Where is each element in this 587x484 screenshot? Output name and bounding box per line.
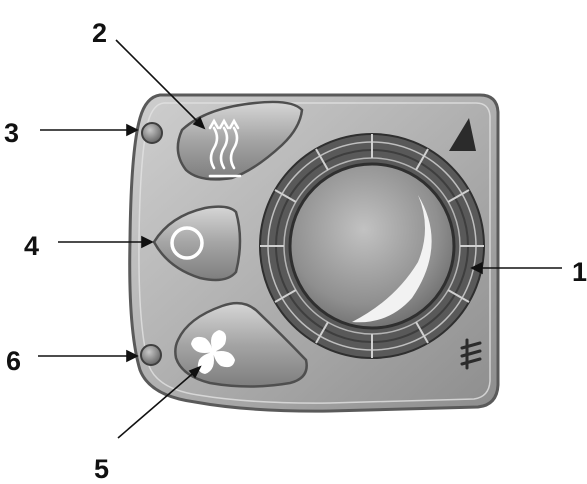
callout-line-5 (117, 368, 199, 439)
circle-icon (170, 226, 204, 260)
callout-lines (38, 39, 562, 439)
triangle-up-icon (449, 118, 476, 151)
knob-ticks (260, 134, 484, 358)
fan-icon (191, 330, 235, 374)
fan-button[interactable] (174, 301, 308, 388)
callout-label-5: 5 (94, 454, 109, 484)
heat-button[interactable] (176, 100, 304, 181)
callout-label-4: 4 (24, 231, 39, 261)
panel-inner-edge (138, 102, 491, 404)
heat-waves-icon (208, 118, 242, 178)
fan-indicator-led (140, 344, 162, 366)
rotary-knob[interactable] (259, 133, 485, 359)
power-button[interactable] (152, 205, 242, 282)
callout-label-3: 3 (4, 118, 19, 148)
callout-label-6: 6 (6, 346, 21, 376)
callout-label-2: 2 (92, 18, 107, 48)
heat-indicator-led (141, 122, 163, 144)
callout-label-1: 1 (572, 257, 587, 287)
knob-highlight (352, 195, 432, 323)
callout-line-2 (115, 39, 205, 129)
heat-scale-icon (460, 338, 482, 370)
